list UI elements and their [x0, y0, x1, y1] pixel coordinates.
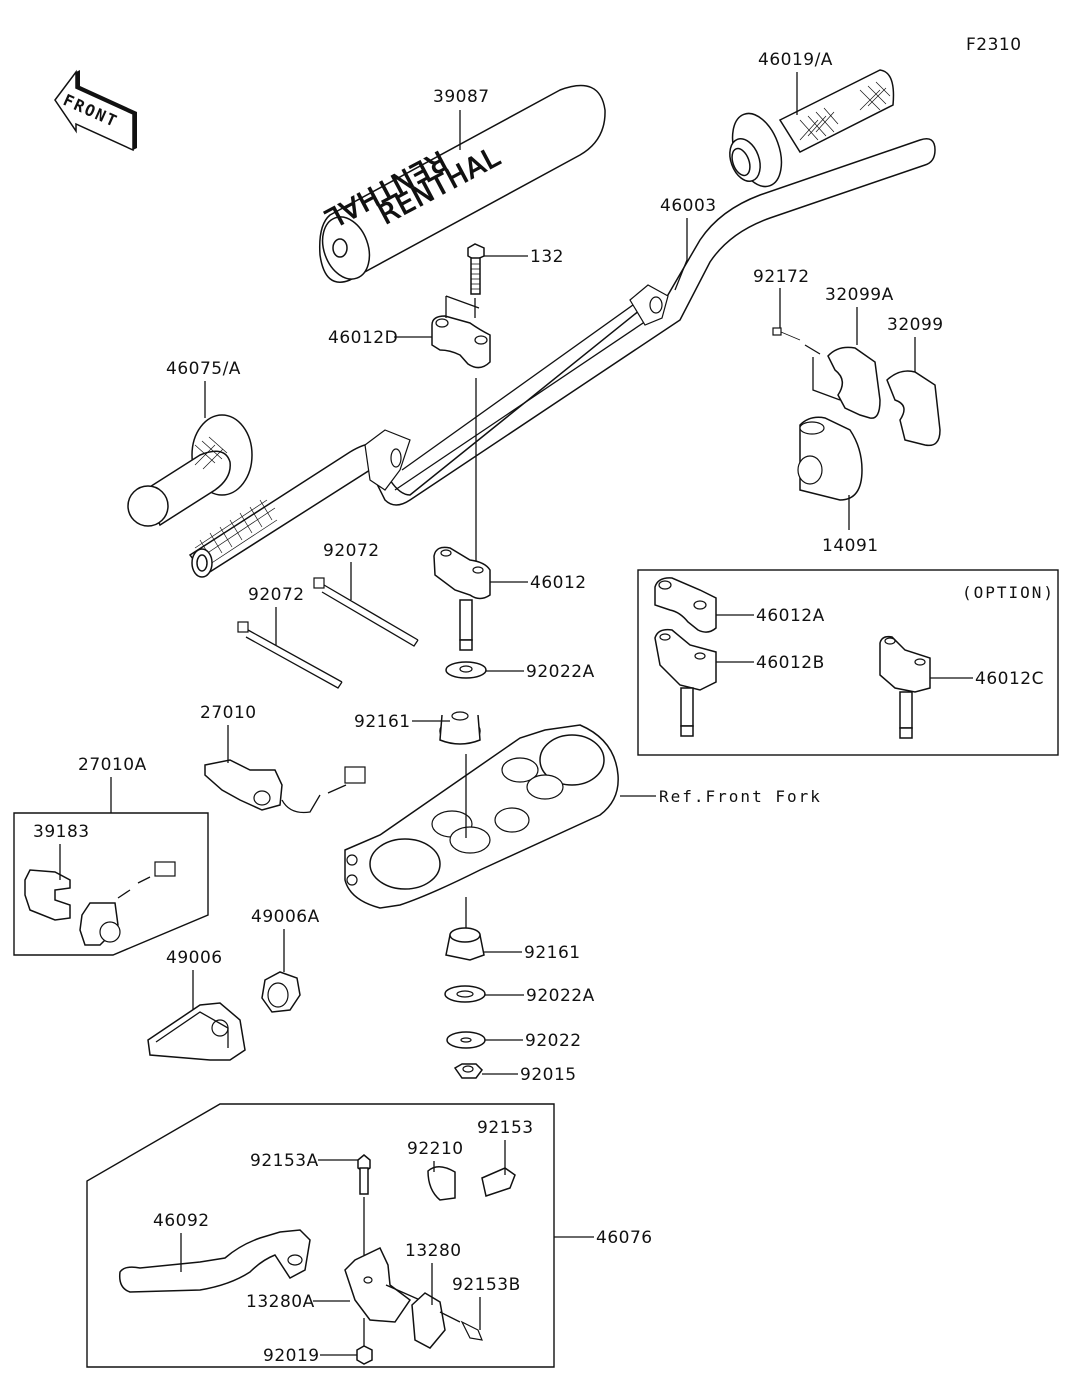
part-number-label[interactable]: 39087	[433, 87, 490, 107]
part-number-label[interactable]: 132	[530, 247, 564, 267]
callout-pivot-bolt[interactable]: 92153A	[250, 1151, 358, 1171]
callout-washer-top[interactable]: 92022A	[486, 662, 595, 682]
part-number-label[interactable]: 92153	[477, 1118, 534, 1138]
part-number-label[interactable]: 32099A	[825, 285, 894, 305]
part-number-label[interactable]: 49006	[166, 948, 223, 968]
callout-handlebar-holder[interactable]: 46012	[490, 573, 587, 593]
callout-washer-bottom[interactable]: 92022	[485, 1031, 582, 1051]
part-number-label[interactable]: 46012C	[975, 669, 1044, 689]
switch-assembly-drawing	[24, 861, 176, 946]
part-number-label[interactable]: 92210	[407, 1139, 464, 1159]
triple-clamp-drawing	[344, 711, 619, 930]
part-number-label[interactable]: 92022A	[526, 662, 595, 682]
part-number-label[interactable]: 46019/A	[758, 50, 833, 70]
callout-option-holder-b[interactable]: 46012B	[716, 653, 825, 673]
callout-cable-tie-lower[interactable]: 92072	[248, 585, 305, 645]
part-number-label[interactable]: 92019	[263, 1346, 320, 1366]
part-number-label[interactable]: 92072	[323, 541, 380, 561]
callout-lever-cover[interactable]: 49006	[166, 948, 223, 1010]
callout-cable-adjuster[interactable]: 49006A	[251, 907, 320, 972]
callout-lever-assembly[interactable]: 46076	[554, 1228, 653, 1248]
part-number-label[interactable]: 39183	[33, 822, 90, 842]
callout-option-holder-c[interactable]: 46012C	[930, 669, 1044, 689]
callout-bolt-132[interactable]: 132	[484, 247, 564, 267]
reference-label: Ref.Front Fork	[659, 787, 822, 806]
bolt-drawing	[467, 243, 485, 565]
part-number-label[interactable]: 32099	[887, 315, 944, 335]
callout-screw-92172[interactable]: 92172	[753, 267, 810, 328]
callout-reference-front-fork: Ref.Front Fork	[620, 787, 822, 806]
part-number-label[interactable]: 46075/A	[166, 359, 241, 379]
callout-clamp-bolt[interactable]: 92153B	[452, 1275, 521, 1330]
part-number-label[interactable]: 92161	[354, 712, 411, 732]
part-number-label[interactable]: 49006A	[251, 907, 320, 927]
front-arrow-icon: FRONT	[54, 69, 137, 152]
option-parts-drawing	[654, 577, 931, 739]
part-number-label[interactable]: 92161	[524, 943, 581, 963]
holder-46012-drawing	[433, 546, 491, 679]
callout-spring-92210[interactable]: 92210	[407, 1139, 464, 1172]
part-number-label[interactable]: 92172	[753, 267, 810, 287]
part-number-label[interactable]: 46092	[153, 1211, 210, 1231]
part-number-label[interactable]: 27010	[200, 703, 257, 723]
callout-grip-left[interactable]: 46075/A	[166, 359, 241, 418]
leader-line	[674, 218, 688, 291]
callout-throttle-housing-upper[interactable]: 32099A	[825, 285, 894, 345]
cable-ties-drawing	[237, 577, 419, 689]
part-number-label[interactable]: 46012D	[328, 328, 398, 348]
lower-stack-drawing	[444, 927, 486, 1079]
clamp-46012D-drawing	[431, 295, 491, 369]
callout-handlebar-pad[interactable]: 39087	[433, 87, 490, 150]
callout-washer-bottom-a[interactable]: 92022A	[485, 986, 595, 1006]
adjuster-cover-drawing	[147, 971, 301, 1061]
part-number-label[interactable]: 13280A	[246, 1292, 315, 1312]
callout-engine-stop-switch[interactable]: 27010	[200, 703, 257, 763]
callout-nut-92019[interactable]: 92019	[263, 1346, 357, 1366]
option-box-title: (OPTION)	[962, 583, 1055, 602]
stop-switch-drawing	[204, 759, 366, 814]
callout-clutch-lever[interactable]: 46092	[153, 1211, 210, 1272]
part-number-label[interactable]: 92022	[525, 1031, 582, 1051]
callout-switch-clamp[interactable]: 39183	[33, 822, 90, 880]
part-number-label[interactable]: 27010A	[78, 755, 147, 775]
callout-damper-top[interactable]: 92161	[354, 712, 450, 732]
part-number-label[interactable]: 14091	[822, 536, 879, 556]
lever-assembly-box	[86, 1103, 555, 1368]
part-number-label[interactable]: 46012A	[756, 606, 825, 626]
callout-grip-throttle-side[interactable]: 46019/A	[758, 50, 833, 115]
callout-cable-tie-upper[interactable]: 92072	[323, 541, 380, 600]
part-number-label[interactable]: 92022A	[526, 986, 595, 1006]
part-number-label[interactable]: 46076	[596, 1228, 653, 1248]
callout-nut-92015[interactable]: 92015	[482, 1065, 577, 1085]
lever-assembly-drawing	[118, 1154, 516, 1365]
part-number-label[interactable]: 92153B	[452, 1275, 521, 1295]
callout-throttle-cover[interactable]: 14091	[822, 495, 879, 556]
figure-code: F2310	[966, 35, 1022, 55]
switch-assembly-box	[13, 812, 209, 956]
part-number-label[interactable]: 46012B	[756, 653, 825, 673]
callouts: 39087 46019/A 46003 132 46012D 92172 32099A 320…	[33, 50, 1044, 1366]
callout-lever-holder[interactable]: 13280A	[246, 1292, 350, 1312]
callout-lever-clamp[interactable]: 13280	[405, 1241, 462, 1305]
left-grip-drawing	[127, 414, 253, 527]
handlebar-drawing	[188, 138, 936, 578]
part-number-label[interactable]: 13280	[405, 1241, 462, 1261]
callout-throttle-housing-lower[interactable]: 32099	[887, 315, 944, 372]
part-number-label[interactable]: 92072	[248, 585, 305, 605]
throttle-grip-drawing	[729, 69, 895, 188]
callout-option-clamp-upper[interactable]: 46012A	[716, 606, 825, 626]
part-number-label[interactable]: 46003	[660, 196, 717, 216]
part-number-label[interactable]: 46012	[530, 573, 587, 593]
callout-handlebar-clamp-upper[interactable]: 46012D	[328, 328, 432, 348]
callout-damper-bottom[interactable]: 92161	[484, 943, 581, 963]
part-number-label[interactable]: 92015	[520, 1065, 577, 1085]
callout-handlebar[interactable]: 46003	[660, 196, 717, 291]
option-box	[637, 569, 1059, 756]
callout-adjuster-screw[interactable]: 92153	[477, 1118, 534, 1175]
throttle-housing-drawing	[772, 327, 941, 501]
callout-switch-assembly[interactable]: 27010A	[78, 755, 147, 813]
part-number-label[interactable]: 92153A	[250, 1151, 319, 1171]
